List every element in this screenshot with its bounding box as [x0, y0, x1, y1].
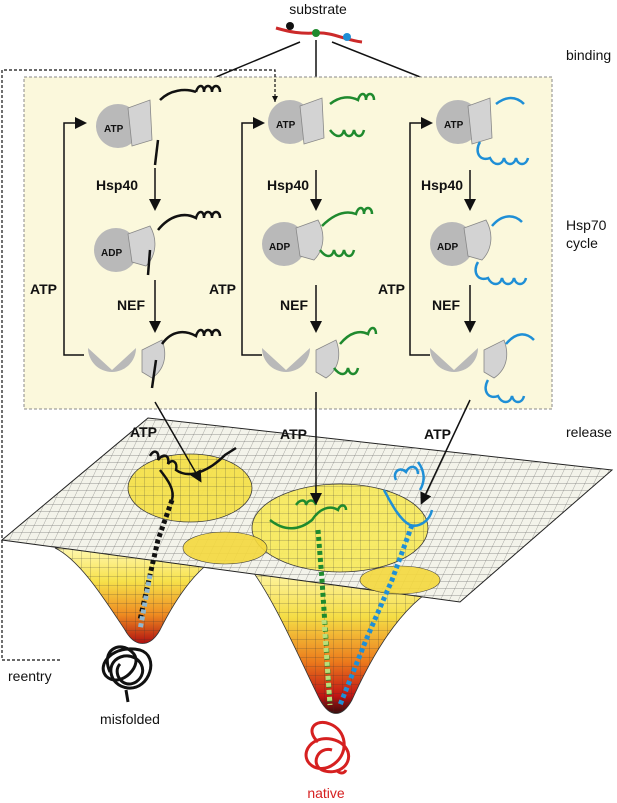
release-atp-label: ATP: [424, 426, 451, 442]
adp-state-label: ADP: [269, 242, 290, 253]
hsp70-atp-state-icon: [268, 97, 325, 145]
release-label: release: [566, 424, 612, 440]
cycle-return-arrow: [241, 117, 265, 356]
adp-state-label: ADP: [437, 242, 458, 253]
misfolded-label: misfolded: [100, 711, 160, 727]
native-label: native: [307, 785, 345, 801]
atp-state-label: ATP: [104, 124, 124, 135]
hsp70-adp-state-icon: [430, 219, 492, 266]
step2-label: NEF: [117, 297, 145, 313]
release-atp-label: ATP: [130, 424, 157, 440]
misfolded-protein-icon: [101, 645, 153, 703]
hsp70-nucleotide-free-icon: [88, 339, 166, 379]
cycle-atp-label: ATP: [209, 281, 236, 297]
adp-state-label: ADP: [101, 248, 122, 259]
step1-label: Hsp40: [421, 177, 463, 193]
binding-label: binding: [566, 47, 611, 63]
step1-label: Hsp40: [267, 177, 309, 193]
substrate-label: substrate: [289, 1, 347, 17]
cycle-column-3: ATP ATP Hsp40 ADP NEF: [378, 96, 535, 404]
native-protein-icon: [304, 721, 351, 775]
reentry-label: reentry: [8, 668, 52, 684]
atp-state-label: ATP: [444, 120, 464, 131]
energy-landscape: ATP ATP ATP: [0, 392, 614, 714]
hsp70-cycle-label-line2: cycle: [566, 235, 598, 251]
cycle-column-2: ATP ATP Hsp40 ADP NEF: [209, 92, 378, 379]
blue-residue-icon: [343, 33, 351, 41]
hsp70-atp-state-icon: [436, 97, 493, 145]
cycle-return-arrow: [409, 117, 433, 356]
reentry-path: [1, 69, 276, 661]
reentry-arrowhead-icon: [272, 96, 278, 102]
cycle-atp-label: ATP: [378, 281, 405, 297]
cycle-column-1: ATP ATP Hsp40 ADP NEF: [30, 84, 222, 389]
hsp70-atp-state-icon: [96, 99, 153, 148]
hsp70-nucleotide-free-icon: [430, 339, 508, 379]
release-arrow-right: [420, 399, 471, 505]
cycle-atp-label: ATP: [30, 281, 57, 297]
release-atp-label: ATP: [280, 426, 307, 442]
step1-label: Hsp40: [96, 177, 138, 193]
atp-state-label: ATP: [276, 120, 296, 131]
hsp70-nucleotide-free-icon: [262, 339, 340, 379]
green-residue-icon: [312, 29, 320, 37]
substrate-chain: [275, 22, 363, 44]
black-residue-icon: [286, 22, 294, 30]
cycle-return-arrow: [63, 117, 87, 356]
step2-label: NEF: [432, 297, 460, 313]
hsp70-adp-state-icon: [94, 225, 156, 272]
hsp70-adp-state-icon: [262, 219, 324, 266]
step2-label: NEF: [280, 297, 308, 313]
hsp70-cycle-label-line1: Hsp70: [566, 217, 607, 233]
release-arrow-left: [154, 401, 202, 483]
